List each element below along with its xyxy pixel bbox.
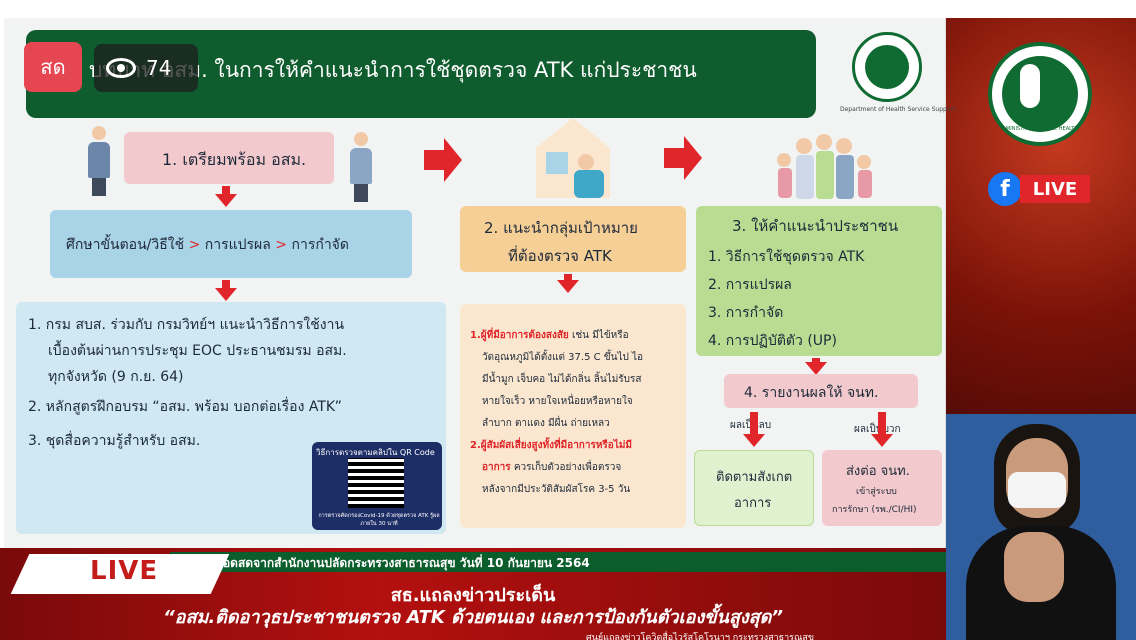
facebook-icon: f — [988, 172, 1022, 206]
step1-item-3: 3. ชุดสื่อความรู้สำหรับ อสม. — [28, 433, 201, 449]
step2-arrow-stem — [564, 274, 572, 280]
step1-item-2: 2. หลักสูตรฝึกอบรม “อสม. พร้อม บอกต่อเรื… — [28, 399, 342, 415]
arrow-right-2 — [664, 136, 702, 180]
study-steps: ศึกษาขั้นตอน/วิธีใช้ — [66, 237, 185, 253]
ministry-of-public-health-logo: MINISTRY OF PUBLIC HEALTH — [988, 42, 1092, 146]
follow-up-line1: ติดตามสังเกต — [716, 470, 793, 485]
step1-item-1a: 1. กรม สบส. ร่วมกับ กรมวิทย์ฯ แนะนำวิธีก… — [28, 317, 345, 333]
step2-header-line2: ที่ต้องตรวจ ATK — [508, 247, 612, 265]
step2-p1-rest-0: เช่น มีไข้หรือ — [568, 330, 629, 341]
step1-item-1c: ทุกจังหวัด (9 ก.ย. 64) — [48, 369, 184, 385]
study-dispose: การกำจัด — [291, 237, 349, 253]
step3-header: 3. ให้คำแนะนำประชาชน — [732, 217, 899, 235]
step1-header: 1. เตรียมพร้อม อสม. — [162, 150, 307, 169]
step2-p1-line2: วัดอุณหภูมิได้ตั้งแต่ 37.5 C ขึ้นไป ไอ — [482, 352, 644, 363]
neg-arrow-stem — [750, 412, 758, 434]
step1-item-1b: เบื้องต้นผ่านการประชุม EOC ประธานชมรม อส… — [48, 343, 347, 359]
volunteer-figure-left — [88, 126, 110, 196]
step2-arrow-down — [557, 280, 579, 293]
report-box — [724, 374, 918, 408]
pos-arrow-down — [871, 434, 893, 447]
facebook-live-badge: f LIVE — [988, 172, 1090, 206]
positive-result-label: ผลเป็นบวก — [854, 422, 901, 437]
step3-item-2: 2. การแปรผล — [708, 277, 792, 293]
step2-p1-line5: ลำบาก ตาแดง มีผื่น ถ่ายเหลว — [482, 418, 610, 429]
refer-line1: ส่งต่อ จนท. — [846, 464, 910, 479]
banner-top-strip — [170, 552, 946, 572]
follow-up-box — [694, 450, 814, 526]
step3-item-3: 3. การกำจัด — [708, 305, 784, 321]
department-label: Department of Health Service Support — [840, 106, 956, 113]
study-sep-1: > — [188, 237, 201, 253]
viewer-count-badge: 74 — [94, 44, 198, 92]
news-banner: ถ่ายทอดสดจากสำนักงานปลัดกระทรวงสาธารณสุข… — [0, 548, 946, 640]
step2-p1-line3: มีน้ำมูก เจ็บคอ ไม่ได้กลิ่น ลิ้นไม่รับรส — [482, 374, 642, 385]
viewer-count: 74 — [146, 56, 172, 80]
report-label: 4. รายงานผลให้ จนท. — [744, 385, 879, 401]
arrow-right-1 — [424, 138, 462, 182]
refer-line3: การรักษา (รพ./CI/HI) — [832, 505, 917, 515]
step2-p2-highlight-2: อาการ — [482, 462, 511, 473]
live-badge: สด — [24, 42, 82, 92]
study-interpret: การแปรผล — [204, 237, 271, 253]
step1-study-line: ศึกษาขั้นตอน/วิธีใช้ > การแปรผล > การกำจ… — [66, 234, 349, 256]
step2-header-box — [460, 206, 686, 272]
step2-p2-line3: หลังจากมีประวัติสัมผัสโรค 3-5 วัน — [482, 484, 631, 495]
qr-code — [348, 458, 404, 508]
step2-p1-line4: หายใจเร็ว หายใจเหนื่อยหรือหายใจ — [482, 396, 633, 407]
banner-headline-2: “อสม.ติดอาวุธประชาชนตรวจ ATK ด้วยตนเอง แ… — [163, 607, 783, 628]
sign-language-interpreter — [946, 414, 1136, 640]
presentation-slide: บทบาท อสม. ในการให้คำแนะนำการใช้ชุดตรวจ … — [4, 18, 955, 548]
ministry-logo-small — [852, 32, 922, 102]
person-at-window-illustration — [536, 118, 610, 198]
step2-p2-line2: อาการ ควรเก็บตัวอย่างเพื่อตรวจ — [482, 460, 621, 475]
fb-live-label: LIVE — [1020, 175, 1090, 203]
neg-arrow-down — [743, 434, 765, 447]
step2-p1-highlight: 1.ผู้ที่มีอาการต้องสงสัย — [470, 330, 569, 341]
step1-arrow2-down — [215, 288, 237, 301]
step1-arrow2-stem — [222, 280, 230, 288]
step3-arrow-down — [805, 362, 827, 375]
step1-study-box — [50, 210, 412, 278]
follow-up-line2: อาการ — [734, 496, 772, 511]
logo-text: MINISTRY OF PUBLIC HEALTH — [1005, 126, 1079, 132]
step2-detail-box — [460, 304, 686, 528]
top-strip — [0, 0, 1136, 18]
step1-header-box — [124, 132, 334, 184]
step3-arrow-stem — [812, 358, 820, 362]
qr-title: วิธีการตรวจตามคลิปใน QR Code — [316, 448, 435, 457]
banner-broadcast-info: ถ่ายทอดสดจากสำนักงานปลัดกระทรวงสาธารณสุข… — [194, 556, 590, 570]
step2-header-line1: 2. แนะนำกลุ่มเป้าหมาย — [484, 219, 638, 237]
qr-caption: การตรวจคัดกรองCovid-19 ด้วยชุดตรวจ ATK ร… — [318, 513, 440, 527]
step1-arrow-stem — [222, 186, 230, 194]
refer-line2: เข้าสู่ระบบ — [856, 487, 897, 497]
step3-box — [696, 206, 942, 356]
eye-icon — [106, 58, 136, 78]
banner-subtitle: ศูนย์แถลงข่าวโควิดสื่อไวรัสโคโรนาฯ กระทร… — [586, 633, 815, 640]
banner-live-label: LIVE — [90, 556, 159, 586]
step2-p2-line1: 2.ผู้สัมผัสเสี่ยงสูงทั้งที่มีอาการหรือไม… — [470, 440, 633, 451]
step2-p2-rest-0: ควรเก็บตัวอย่างเพื่อตรวจ — [510, 462, 622, 473]
study-sep-2: > — [275, 237, 288, 253]
step3-item-1: 1. วิธีการใช้ชุดตรวจ ATK — [708, 249, 865, 265]
banner-headline-1: สธ.แถลงข่าวประเด็น — [390, 585, 556, 606]
pos-arrow-stem — [878, 412, 886, 434]
step3-item-4: 4. การปฏิบัติตัว (UP) — [708, 333, 837, 349]
step2-p1-line1: 1.ผู้ที่มีอาการต้องสงสัย เช่น มีไข้หรือ — [470, 328, 629, 343]
step1-arrow-down — [215, 194, 237, 207]
refer-box — [822, 450, 942, 526]
family-illustration — [768, 120, 878, 204]
volunteer-figure-right — [350, 132, 372, 202]
